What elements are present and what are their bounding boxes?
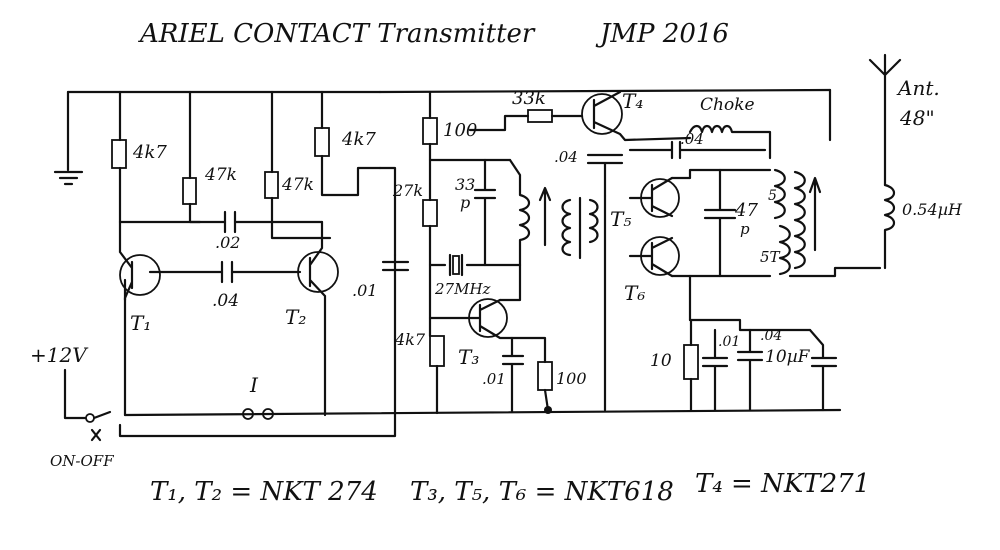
capacitor-c5: [501, 354, 525, 414]
resistor-r5: [422, 117, 438, 145]
label-r3: 47k: [281, 175, 314, 195]
contact-right: [262, 408, 274, 420]
resistor-r9: [537, 361, 553, 391]
label-c5: .01: [482, 370, 506, 388]
capacitor-c4: [473, 158, 497, 267]
resistor-r2: [182, 177, 197, 205]
tank-coil-bottom: [778, 224, 791, 276]
label-crystal: 27MHz: [434, 280, 491, 298]
label-antenna-length: 48": [899, 106, 935, 130]
capacitor-c7: [628, 140, 767, 160]
label-c8-unit: p: [740, 220, 750, 238]
label-inductor: 0.54µH: [902, 200, 963, 219]
crystal: [428, 253, 522, 277]
capacitor-c8: [703, 168, 737, 278]
label-t5: T₅: [610, 207, 631, 231]
antenna: Ant. 48" 0.54µH: [828, 53, 963, 270]
legend-a: T₁, T₂ = NKT 274: [150, 477, 378, 507]
capacitor-c3: [381, 260, 410, 272]
label-r6: 33k: [512, 88, 546, 109]
label-r4: 4k7: [341, 129, 376, 150]
transistor-t1: [119, 254, 161, 296]
stage-t5-t6: T₅ T₆ 47 p 5 5T 10 .01 .04 10µF: [561, 168, 882, 412]
label-choke: Choke: [700, 95, 755, 115]
label-contact: I: [249, 373, 259, 397]
capacitor-c6: [586, 153, 624, 198]
multivibrator: 4k7 47k 47k 4k7 .02 .04 T₁ T₂ I: [111, 90, 382, 420]
label-r9: 100: [556, 369, 587, 388]
schematic-title: ARIEL CONTACT Transmitter: [138, 19, 536, 49]
label-c4: 33: [455, 175, 475, 194]
label-r7: 27k: [392, 181, 423, 200]
choke-coil: [688, 124, 772, 160]
label-c2: .04: [212, 291, 239, 311]
resistor-r7: [422, 199, 438, 227]
resistor-r3: [264, 171, 279, 199]
capacitor-c10: [736, 328, 764, 412]
transistor-t2: [297, 251, 339, 293]
capacitor-c1: [223, 210, 237, 234]
resistor-r1: [111, 139, 127, 169]
bottom-rail: [118, 253, 842, 438]
switch-pole: [85, 413, 95, 423]
label-supply: +12V: [30, 343, 89, 367]
label-c1: .02: [215, 233, 240, 252]
legend: T₁, T₂ = NKT 274 T₃, T₅, T₆ = NKT618 T₄ …: [150, 469, 870, 507]
supply: +12V ON-OFF: [30, 343, 114, 470]
resistor-r10: [683, 344, 699, 380]
label-t3: T₃: [458, 345, 479, 369]
label-t4: T₄: [622, 89, 643, 113]
loading-inductor: [883, 183, 896, 270]
tank-tuning-arrow: [808, 176, 822, 252]
capacitor-c9: [701, 328, 729, 412]
label-c7: .04: [680, 130, 704, 148]
antenna-icon: [868, 53, 902, 187]
resistor-r8: [429, 335, 445, 367]
label-antenna: Ant.: [896, 76, 940, 100]
label-t6: T₆: [624, 281, 645, 305]
label-r1: 4k7: [132, 142, 167, 163]
tuning-arrow: [538, 186, 552, 247]
label-c11: 10µF: [765, 347, 811, 367]
tank-coil-top: [773, 168, 786, 220]
label-c8: 47: [734, 200, 758, 221]
label-c10: .04: [760, 328, 782, 344]
label-coil-5t-a: 5: [768, 188, 777, 204]
input-transformer: [561, 198, 572, 257]
label-c4-unit: p: [460, 193, 470, 212]
stage-t4: 33k T₄ Choke .04 .04: [468, 88, 772, 198]
osc-coil: [508, 158, 531, 267]
label-r2: 47k: [204, 165, 237, 185]
oscillator-t3: .01 100 27k 33 p 27MHz 4k7 T₃ .01: [352, 90, 587, 415]
label-c3: .01: [352, 281, 377, 300]
transistor-t4: [581, 93, 623, 135]
label-r8: 4k7: [394, 330, 426, 349]
resistor-r6: [527, 109, 553, 123]
label-switch: ON-OFF: [50, 452, 114, 470]
label-r10: 10: [650, 351, 672, 371]
label-c9: .01: [718, 334, 740, 350]
label-t1: T₁: [130, 311, 151, 335]
resistor-r4: [314, 127, 330, 157]
label-c6: .04: [554, 148, 578, 166]
label-t2: T₂: [285, 305, 306, 329]
output-coil: [793, 170, 806, 270]
contact-left: [242, 408, 254, 420]
capacitor-c11: [808, 328, 838, 412]
capacitor-c2: [220, 260, 234, 284]
label-r5: 100: [443, 120, 477, 141]
legend-b: T₃, T₅, T₆ = NKT618: [410, 477, 674, 507]
author-year: JMP 2016: [595, 19, 729, 49]
legend-c: T₄ = NKT271: [695, 469, 870, 499]
label-coil-5t-b: 5T: [760, 248, 781, 266]
